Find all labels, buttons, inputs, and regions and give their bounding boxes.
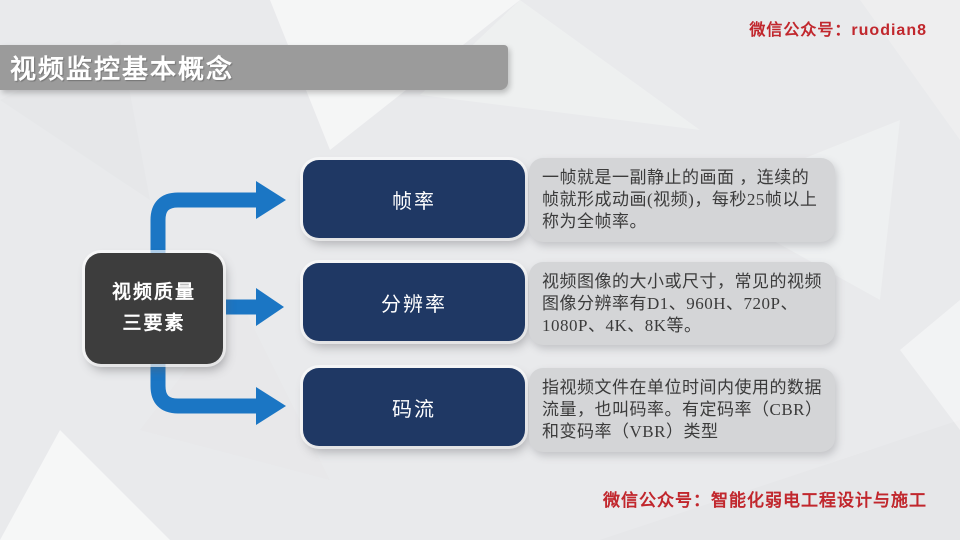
item-description-frame-rate: 一帧就是一副静止的画面 ，连续的帧就形成动画(视频)，每秒25帧以上称为全帧率。 bbox=[529, 158, 835, 242]
title-ribbon: 视频监控基本概念 bbox=[0, 45, 508, 90]
center-node-line1: 视频质量 bbox=[111, 282, 196, 304]
center-node-line2: 三要素 bbox=[122, 312, 186, 334]
item-description-text: 一帧就是一副静止的画面 ，连续的帧就形成动画(视频)，每秒25帧以上称为全帧率。 bbox=[542, 168, 818, 231]
item-label-text: 码流 bbox=[392, 398, 436, 421]
item-description-resolution: 视频图像的大小或尺寸，常见的视频图像分辨率有D1、960H、720P、1080P… bbox=[529, 262, 835, 345]
item-label-text: 分辨率 bbox=[381, 293, 447, 316]
item-label-resolution: 分辨率 bbox=[303, 263, 525, 341]
item-label-text: 帧率 bbox=[392, 190, 436, 213]
center-node: 视频质量 三要素 bbox=[85, 253, 223, 364]
watermark-bottom: 微信公众号：智能化弱电工程设计与施工 bbox=[603, 491, 927, 510]
watermark-top: 微信公众号：ruodian8 bbox=[749, 22, 927, 39]
item-description-text: 指视频文件在单位时间内使用的数据流量，也叫码率。有定码率（CBR）和变码率（VB… bbox=[542, 378, 822, 441]
item-description-bitrate: 指视频文件在单位时间内使用的数据流量，也叫码率。有定码率（CBR）和变码率（VB… bbox=[529, 368, 835, 452]
page-title: 视频监控基本概念 bbox=[10, 54, 235, 84]
item-description-text: 视频图像的大小或尺寸，常见的视频图像分辨率有D1、960H、720P、1080P… bbox=[542, 271, 822, 335]
item-label-bitrate: 码流 bbox=[303, 368, 525, 446]
item-label-frame-rate: 帧率 bbox=[303, 160, 525, 238]
